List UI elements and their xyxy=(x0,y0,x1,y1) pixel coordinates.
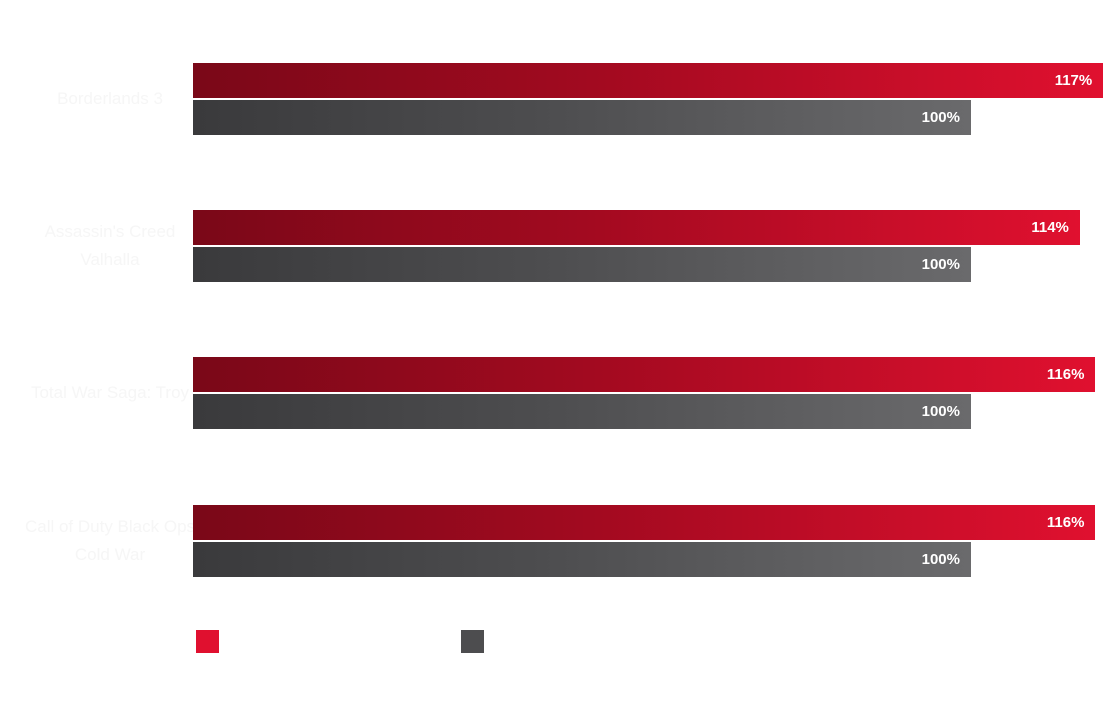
bar-series-2: 100% xyxy=(193,247,971,282)
bar-series-1: 117% xyxy=(193,63,1104,98)
data-label: 114% xyxy=(1031,219,1069,236)
data-label: 116% xyxy=(1046,366,1085,383)
category-label: Assassin's Creed Valhalla xyxy=(44,222,176,269)
bar-series-1: 116% xyxy=(193,357,1096,392)
category-label: Total War Saga: Troy xyxy=(30,383,190,402)
data-label: 117% xyxy=(1054,72,1093,89)
bar-series-2: 100% xyxy=(193,394,971,429)
bar-series-1: 114% xyxy=(193,210,1080,245)
bar-series-2: 100% xyxy=(193,100,971,135)
data-label: 100% xyxy=(921,109,960,126)
data-label: 100% xyxy=(921,551,960,568)
legend-swatch-series-1 xyxy=(196,630,219,653)
data-label: 116% xyxy=(1046,514,1085,531)
category-label: Call of Duty Black Ops Cold War xyxy=(24,517,196,564)
bar-series-2: 100% xyxy=(193,542,971,577)
data-label: 100% xyxy=(921,403,960,420)
category-label: Borderlands 3 xyxy=(57,89,163,108)
data-label: 100% xyxy=(921,256,960,273)
legend-swatch-series-2 xyxy=(461,630,484,653)
bar-series-1: 116% xyxy=(193,505,1096,540)
